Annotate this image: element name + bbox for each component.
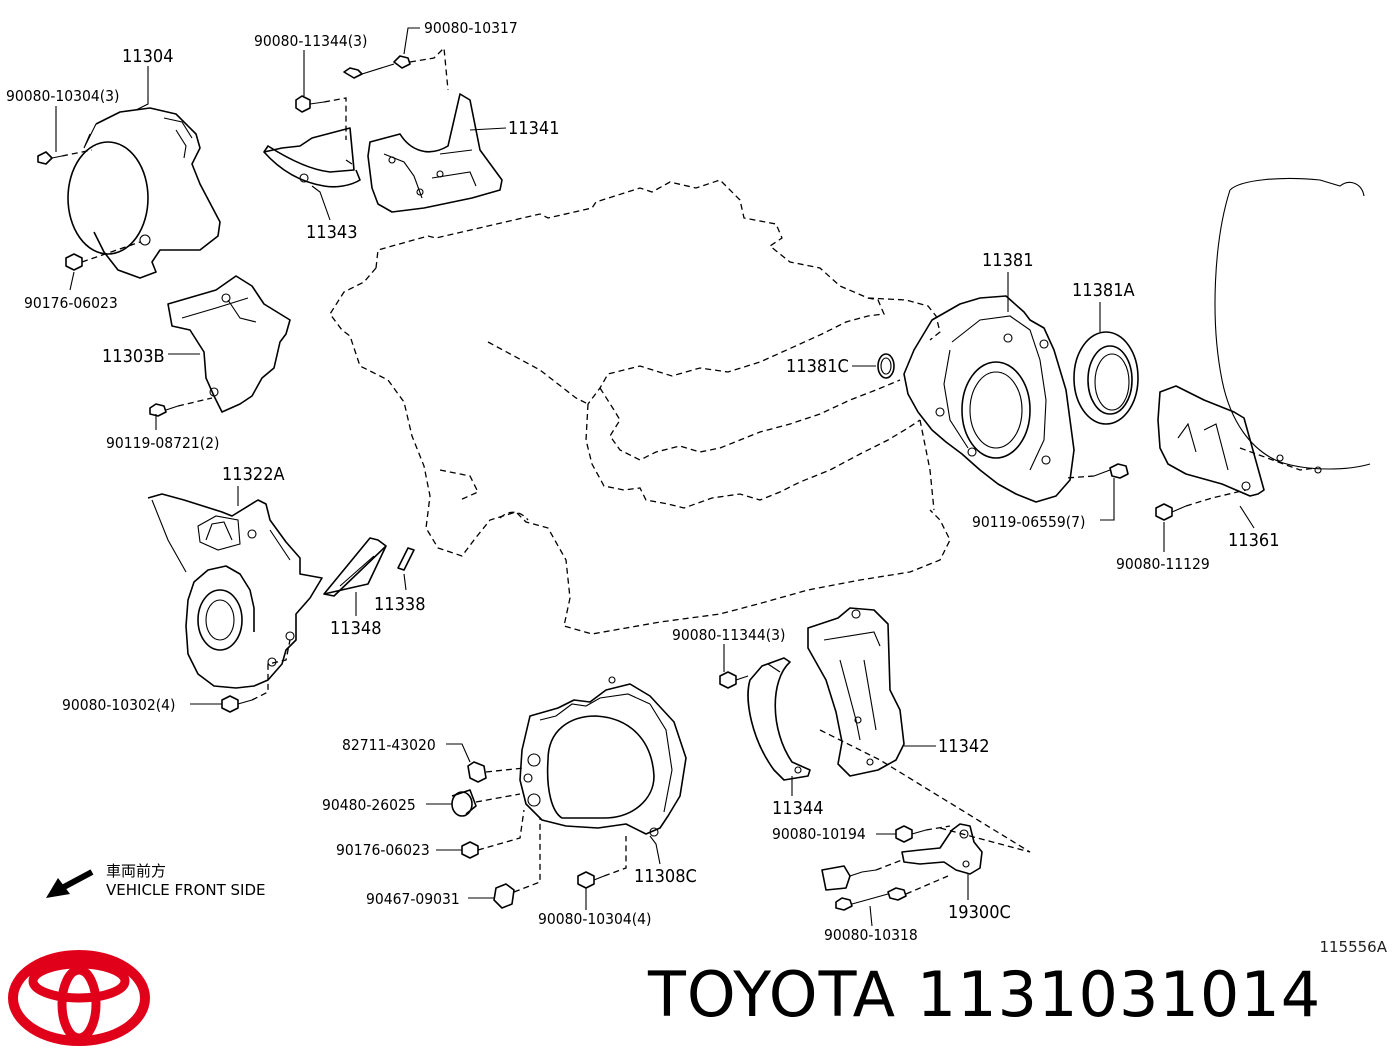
part-90467-09031 [493,818,541,909]
part-11308C-cover [519,676,687,837]
label-90080-10304-3: 90080-10304(3) [6,87,120,105]
label-90176-06023-top: 90176-06023 [24,294,118,312]
part-11361-plate [1157,385,1265,497]
part-11303B-bracket [167,275,291,413]
part-11348-bracket [323,537,387,597]
bolt-90080-10304-bottom [577,836,627,889]
label-90080-11344-3-bottom: 90080-11344(3) [672,626,786,644]
footer-title: TOYOTA 1131031014 [648,958,1321,1031]
label-90119-06559-7: 90119-06559(7) [972,513,1086,531]
label-11361: 11361 [1228,530,1280,551]
arrow-down-left-icon [46,869,94,898]
label-90467-09031: 90467-09031 [366,890,460,908]
part-number: 1131031014 [916,958,1322,1031]
diagram-code: 115556A [1319,938,1387,956]
label-11338: 11338 [374,594,426,615]
label-11303B: 11303B [102,346,165,367]
label-11381: 11381 [982,250,1034,271]
guide-line-11342 [819,729,1031,853]
label-90080-11344-3-top: 90080-11344(3) [254,32,368,50]
nut-90176-06023-bottom [461,809,525,859]
brand-name: TOYOTA [648,958,897,1031]
vehicle-front-japanese: 車両前方 [106,862,167,880]
label-11322A: 11322A [222,464,285,485]
part-11342-cap [807,607,905,777]
part-82711-43020 [467,761,525,783]
bolt-90080-11129 [1155,489,1247,521]
label-19300C: 19300C [948,902,1011,923]
part-11338-pin [397,547,415,571]
label-11381A: 11381A [1072,280,1135,301]
label-90080-10304-4: 90080-10304(4) [538,910,652,928]
part-11381C-oring [877,353,895,379]
nut-90176-06023-top [65,241,141,271]
label-90080-10302-4: 90080-10302(4) [62,696,176,714]
transmission-outline [1214,177,1371,474]
bolt-90080-10318 [835,875,949,911]
label-90480-26025: 90480-26025 [322,796,416,814]
label-90080-10318: 90080-10318 [824,926,918,944]
bolt-90119-06559 [1065,463,1129,479]
label-90080-10194: 90080-10194 [772,825,866,843]
bolt-90080-11344-bottom [719,671,749,689]
bolt-90080-10194 [895,825,951,843]
part-11341-cover [367,93,503,213]
label-11308C: 11308C [634,866,697,887]
toyota-logo-icon [8,950,150,1046]
vehicle-front-english: VEHICLE FRONT SIDE [106,881,266,899]
bolt-90080-11344-top [295,95,347,140]
label-90080-10317: 90080-10317 [424,19,518,37]
part-11322A-cover [147,493,323,689]
label-11344: 11344 [772,798,824,819]
label-90119-08721-2: 90119-08721(2) [106,434,220,452]
vehicle-front-note: 車両前方 VEHICLE FRONT SIDE [106,862,266,900]
bolt-90080-10317 [343,46,449,91]
label-11342: 11342 [938,736,990,757]
label-11304: 11304 [122,46,174,67]
part-11304-cover [67,107,221,279]
part-19300C-sensor [821,823,983,891]
label-90080-11129: 90080-11129 [1116,555,1210,573]
bolt-90119-08721 [149,397,213,417]
part-11381-retainer [903,295,1075,503]
label-11343: 11343 [306,222,358,243]
part-90480-26025 [451,789,521,817]
label-82711-43020: 82711-43020 [342,736,436,754]
leader-lines [55,27,1255,927]
engine-block-outline [329,179,951,635]
label-11348: 11348 [330,618,382,639]
bolt-90080-10304-top [37,149,93,165]
part-11381A-seal [1073,331,1139,425]
label-90176-06023-bottom: 90176-06023 [336,841,430,859]
part-labels: 11304 90080-10304(3) 90176-06023 90080-1… [6,19,1280,944]
label-11381C: 11381C [786,356,849,377]
bolt-90080-10302 [221,639,291,713]
part-11344-cap [747,657,811,781]
label-11341: 11341 [508,118,560,139]
part-11343-cover [263,127,361,188]
